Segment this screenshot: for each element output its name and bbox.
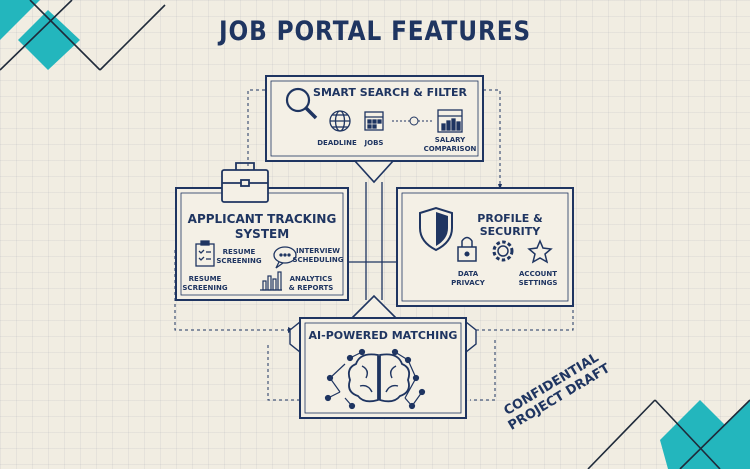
page-title: JOB PORTAL FEATURES — [218, 16, 532, 47]
solid-connectors — [348, 182, 398, 300]
star-icon — [527, 239, 553, 264]
globe-icon — [329, 110, 351, 132]
gear-icon — [492, 240, 514, 262]
briefcase-icon — [221, 162, 269, 203]
deadline-label: DEADLINE — [317, 139, 357, 147]
matching-box-title: AI-POWERED MATCHING — [308, 329, 458, 342]
calendar-icon — [364, 111, 384, 131]
slider-icon — [392, 116, 434, 126]
bar-chart-icon — [260, 271, 282, 291]
resume-screening-label-2: RESUME SCREENING — [182, 275, 228, 292]
corner-decoration-top-left — [0, 0, 166, 71]
jobs-label: JOBS — [364, 139, 384, 147]
lock-icon — [457, 236, 477, 262]
security-box-title: PROFILE & SECURITY — [477, 212, 543, 238]
clipboard-icon — [195, 240, 215, 267]
account-settings-label: ACCOUNT SETTINGS — [518, 270, 558, 287]
shield-icon — [419, 206, 453, 252]
salary-comparison-label: SALARY COMPARISON — [423, 136, 477, 153]
corner-decoration-bottom-right — [587, 399, 750, 469]
tracking-box-title: APPLICANT TRACKING SYSTEM — [187, 212, 337, 241]
calendar-chart-icon — [437, 109, 463, 133]
chat-bubble-icon — [273, 246, 297, 269]
magnifier-icon — [285, 87, 318, 120]
interview-scheduling-label: INTERVIEW SCHEDULING — [292, 247, 344, 264]
analytics-reports-label: ANALYTICS & REPORTS — [288, 275, 334, 292]
resume-screening-label: RESUME SCREENING — [216, 248, 262, 265]
brain-network-icon — [324, 348, 426, 410]
security-box — [396, 187, 574, 307]
data-privacy-label: DATA PRIVACY — [451, 270, 485, 287]
search-box-title: SMART SEARCH & FILTER — [313, 86, 467, 99]
matching-box — [289, 294, 477, 419]
